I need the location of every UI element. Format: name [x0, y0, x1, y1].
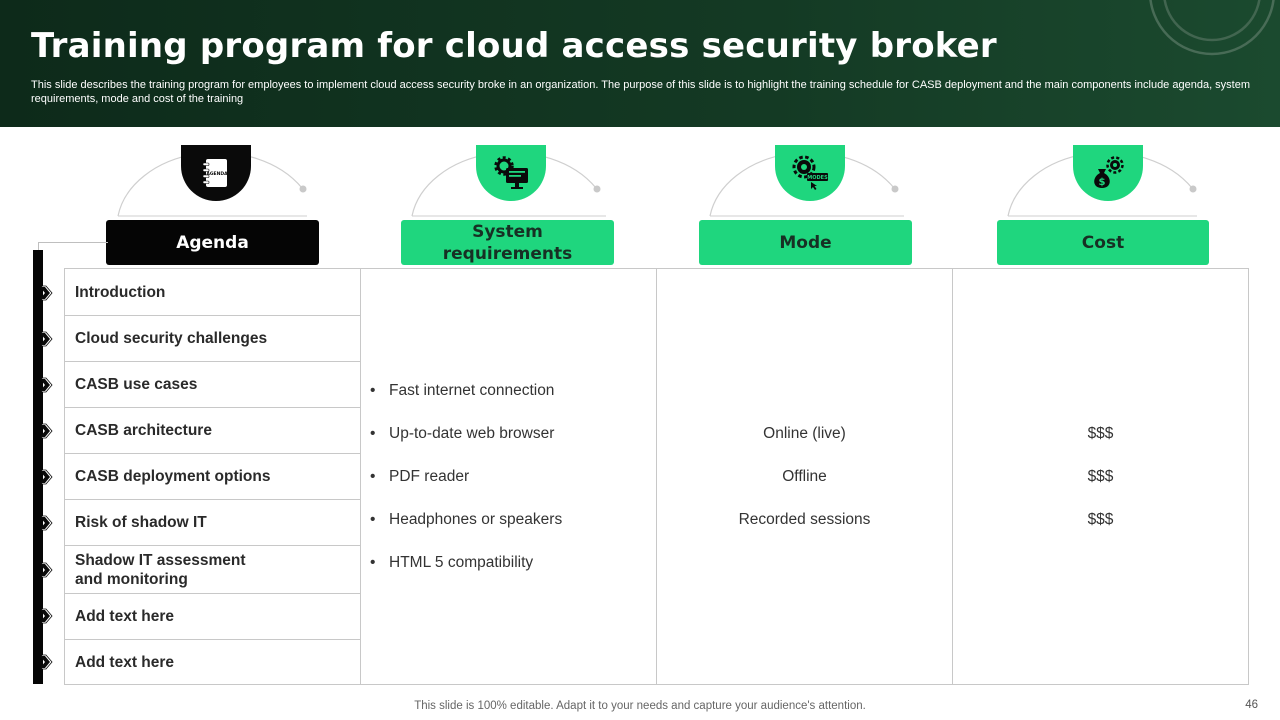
column-header-agenda: Agenda — [106, 220, 319, 265]
mode-item: Online (live) — [763, 425, 846, 442]
gear-modes-icon: MODES — [775, 145, 845, 201]
column-header-cost: Cost — [997, 220, 1209, 265]
agenda-item: Cloud security challenges — [65, 316, 360, 362]
agenda-item: CASB architecture — [65, 408, 360, 454]
system-requirement-item: •PDF reader — [370, 468, 470, 485]
mode-item: Recorded sessions — [738, 511, 871, 528]
system-requirement-item: •Fast internet connection — [370, 382, 555, 399]
page-title: Training program for cloud access securi… — [31, 26, 997, 66]
connector-line-vertical — [38, 242, 39, 252]
page-subtitle: This slide describes the training progra… — [31, 79, 1251, 105]
money-bag-gear-icon: $ — [1073, 145, 1143, 201]
cost-item: $$$ — [1087, 425, 1114, 442]
agenda-item: CASB use cases — [65, 362, 360, 408]
agenda-item: CASB deployment options — [65, 454, 360, 500]
column-header-mode: Mode — [699, 220, 912, 265]
chevron-right-icon — [40, 331, 53, 347]
column-divider — [656, 268, 657, 685]
agenda-item: Add text here — [75, 653, 175, 671]
chevron-right-icon — [40, 608, 53, 624]
svg-text:AGENDA: AGENDA — [206, 171, 228, 177]
svg-text:$: $ — [1099, 177, 1106, 188]
cost-item: $$$ — [1087, 468, 1114, 485]
connector-line — [38, 242, 108, 243]
agenda-notebook-icon: AGENDA — [181, 145, 251, 201]
chevron-right-icon — [40, 377, 53, 393]
chevron-right-icon — [40, 654, 53, 670]
column-header-system-requirements: System requirements — [401, 220, 614, 265]
agenda-item: Add text here — [65, 594, 360, 640]
header-banner: Training program for cloud access securi… — [0, 0, 1280, 127]
agenda-item: Shadow IT assessment and monitoring — [65, 546, 360, 594]
svg-text:MODES: MODES — [807, 175, 828, 181]
gear-monitor-icon — [476, 145, 546, 201]
chevron-right-icon — [40, 515, 53, 531]
chevron-right-icon — [40, 423, 53, 439]
chevron-right-icon — [40, 562, 53, 578]
system-requirement-item: •Up-to-date web browser — [370, 425, 555, 442]
column-divider — [360, 268, 361, 685]
column-divider — [952, 268, 953, 685]
mode-item: Offline — [782, 468, 827, 485]
chevron-right-icon — [40, 285, 53, 301]
agenda-item: Risk of shadow IT — [65, 500, 360, 546]
system-requirement-item: •Headphones or speakers — [370, 511, 563, 528]
chevron-right-icon — [40, 469, 53, 485]
page-number: 46 — [1245, 699, 1258, 711]
footer-note: This slide is 100% editable. Adapt it to… — [414, 700, 866, 712]
decorative-rings-icon — [1149, 0, 1275, 56]
side-bar — [33, 250, 43, 684]
agenda-item: Introduction — [65, 269, 360, 316]
cost-item: $$$ — [1087, 511, 1114, 528]
system-requirement-item: •HTML 5 compatibility — [370, 554, 534, 571]
